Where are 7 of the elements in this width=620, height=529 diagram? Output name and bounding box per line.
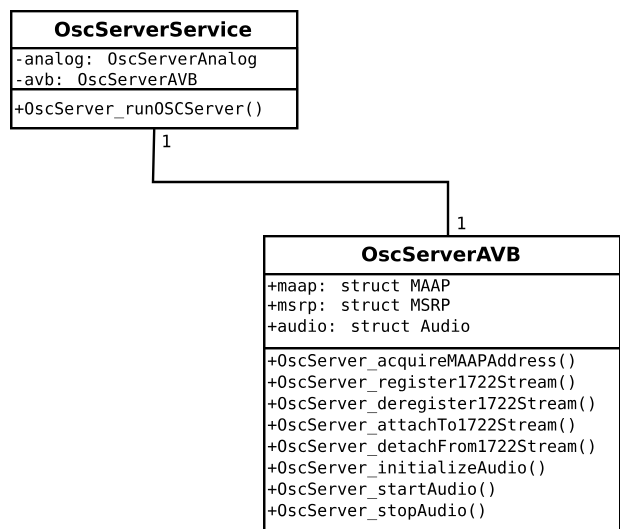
attribute-compartment: +maap: struct MAAP +msrp: struct MSRP +audio: struct Audio [263, 273, 620, 350]
association-line [152, 129, 450, 235]
multiplicity-label: 1 [458, 216, 466, 230]
multiplicity-label: 1 [163, 134, 170, 148]
attribute-compartment: -analog: OscServerAnalog -avb: OscServerAVB [10, 47, 298, 90]
method-compartment: +OscServer_runOSCServer() [10, 88, 298, 130]
method-compartment: +OscServer_acquireMAAPAddress() +OscServer_register1722Stream() +OscServer_deregister1722Stream() +OscServer_attachTo1722Stream() +OscServer_detachFrom1722Stream() +OscServer_initializeAudio() +OscServer_startAudio() +OscServer_stopAudio() [263, 347, 620, 529]
